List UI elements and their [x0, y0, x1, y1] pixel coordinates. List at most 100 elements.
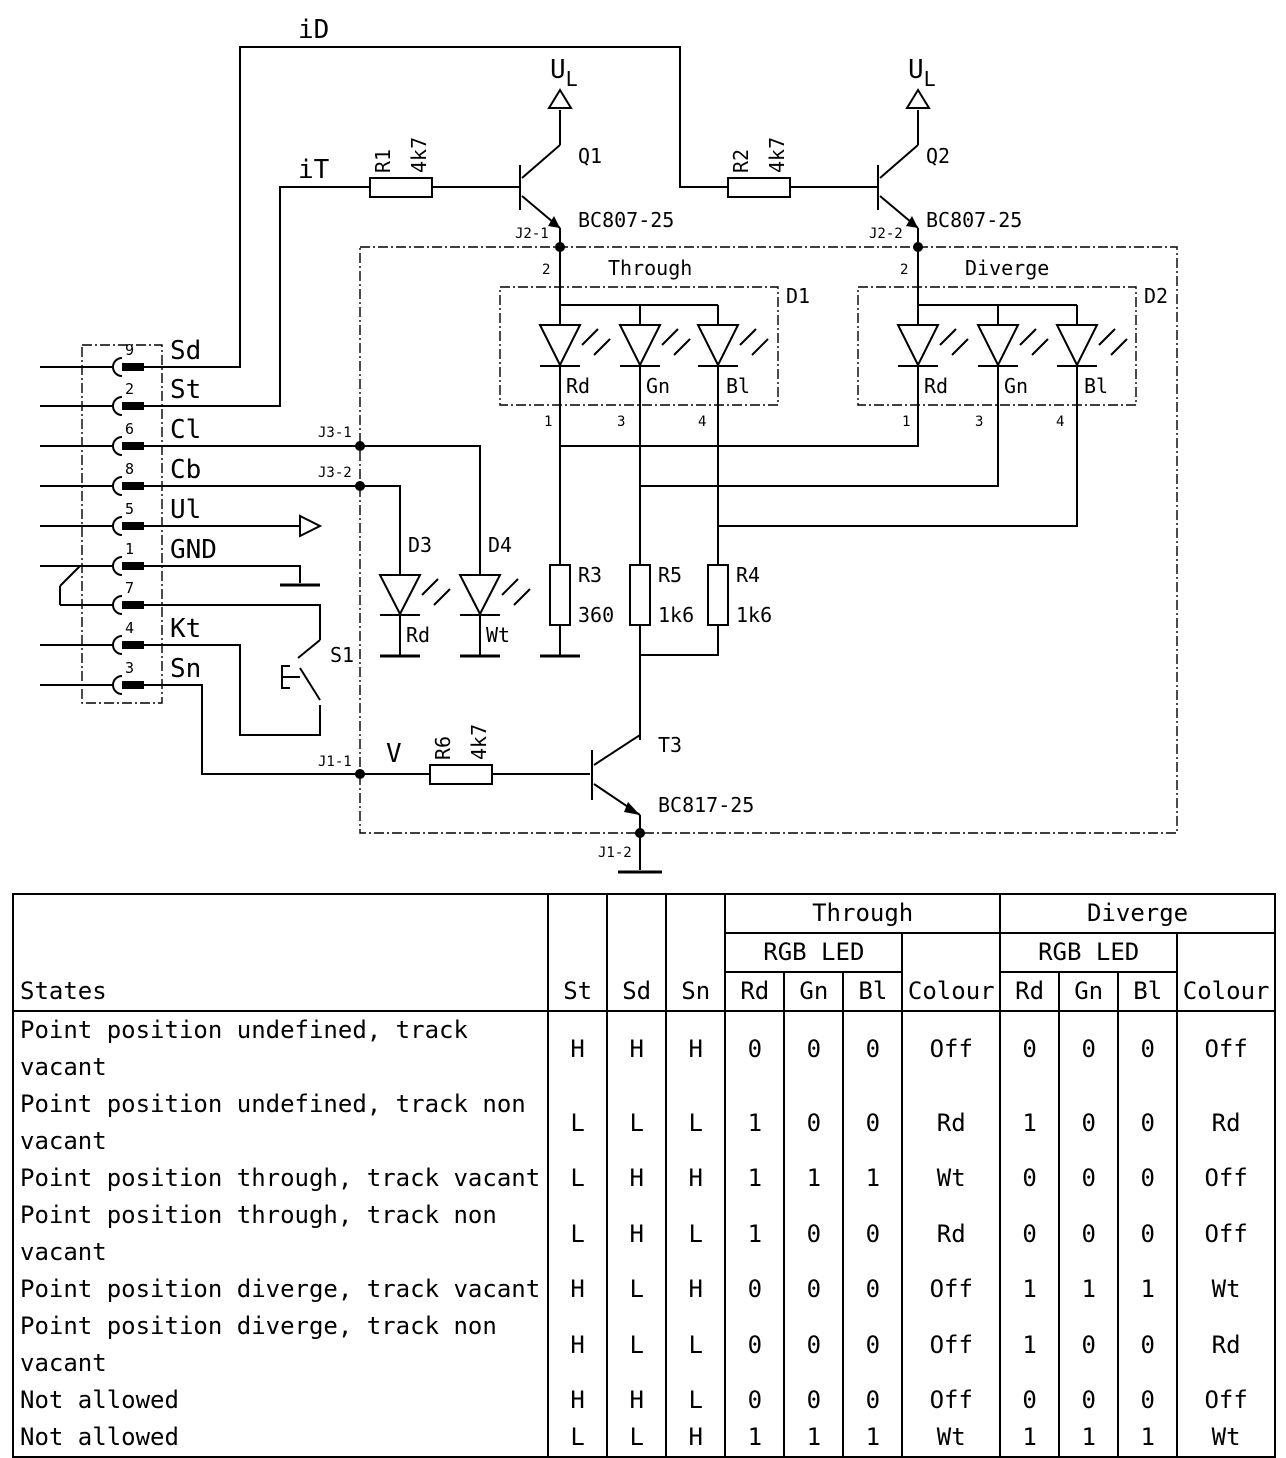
value-cell: H [665, 1419, 727, 1458]
value-cell: Rd [1176, 1308, 1276, 1382]
value-cell: 0 [1117, 1086, 1179, 1160]
value-cell: 0 [842, 1086, 904, 1160]
r2-value: 4k7 [765, 137, 789, 173]
value-cell: 1 [999, 1419, 1061, 1458]
value-cell: Off [901, 1010, 1002, 1086]
column-header-states: States [11, 893, 550, 1012]
value-cell: 0 [724, 1308, 786, 1382]
value-cell: H [606, 1160, 668, 1197]
value-cell: 0 [1117, 1010, 1179, 1086]
led-pin-label: 2 [900, 262, 908, 278]
junction-dots [355, 242, 923, 838]
table-row: Point position through, track non vacant… [11, 1197, 1276, 1271]
value-cell: 0 [1058, 1086, 1120, 1160]
value-cell: 0 [783, 1271, 845, 1308]
value-cell: 0 [999, 1160, 1061, 1197]
d2-group-label: Diverge [965, 256, 1049, 280]
t3-emitter-arrow [624, 802, 640, 815]
column-header-colour: Colour [1176, 972, 1276, 1012]
led-pin-label: 1 [544, 414, 552, 430]
value-cell: 0 [1058, 1382, 1120, 1419]
state-cell: Point position through, track non vacant [11, 1197, 550, 1271]
value-cell: 0 [842, 1197, 904, 1271]
value-cell: L [665, 1308, 727, 1382]
value-cell: L [606, 1086, 668, 1160]
wires [144, 46, 1078, 870]
r3-value: 360 [578, 603, 614, 627]
value-cell: 1 [783, 1160, 845, 1197]
value-cell: 1 [1058, 1271, 1120, 1308]
value-cell: Rd [901, 1197, 1002, 1271]
state-cell: Not allowed [11, 1419, 550, 1458]
value-cell: L [665, 1382, 727, 1419]
supply-label-ul: UL [908, 55, 936, 91]
led-pin-label: 3 [617, 414, 625, 430]
led-color-label: Gn [1004, 374, 1028, 398]
value-cell: L [547, 1197, 609, 1271]
connector-pins: 9 2 6 8 5 1 7 4 3 Sd St Cl Cb Ul GND Kt … [40, 336, 217, 695]
d3-color: Rd [406, 623, 430, 647]
led-pin-label: 1 [902, 414, 910, 430]
ground-symbols [280, 583, 662, 874]
value-cell: 0 [783, 1308, 845, 1382]
net-label-v: V [386, 739, 402, 769]
value-cell: L [547, 1086, 609, 1160]
resistor-r5 [629, 564, 651, 626]
value-cell: 0 [724, 1382, 786, 1419]
value-cell: H [665, 1160, 727, 1197]
column-header-gn: Gn [783, 971, 845, 1012]
r3-ref: R3 [578, 563, 602, 587]
pin-number: 1 [125, 540, 134, 558]
value-cell: 0 [783, 1010, 845, 1086]
ul-supply-arrow [547, 88, 573, 109]
value-cell: 1 [842, 1160, 904, 1197]
jumper-label: J3-1 [318, 425, 352, 441]
pin-number: 6 [125, 420, 134, 438]
state-cell: Not allowed [11, 1382, 550, 1419]
q2-type: BC807-25 [926, 208, 1022, 232]
state-cell: Point position diverge, track non vacant [11, 1308, 550, 1382]
value-cell: 0 [724, 1271, 786, 1308]
d2-ref: D2 [1144, 284, 1168, 308]
ul-output-arrow [299, 514, 323, 538]
value-cell: H [547, 1308, 609, 1382]
value-cell: Wt [1176, 1271, 1276, 1308]
value-cell: 0 [1117, 1382, 1179, 1419]
connector-outline [81, 344, 163, 704]
value-cell: 1 [724, 1419, 786, 1458]
value-cell: Wt [1176, 1419, 1276, 1458]
column-header-st: St [547, 893, 609, 1012]
value-cell: Off [1176, 1010, 1276, 1086]
value-cell: 0 [1117, 1308, 1179, 1382]
value-cell: 0 [783, 1382, 845, 1419]
column-header-colour: Colour [901, 972, 1002, 1012]
value-cell: Off [901, 1382, 1002, 1419]
value-cell: H [547, 1271, 609, 1308]
value-cell: Wt [901, 1419, 1002, 1458]
value-cell: Off [901, 1271, 1002, 1308]
column-header-gn: Gn [1058, 971, 1120, 1012]
pin-number: 9 [125, 341, 134, 359]
pin-number: 3 [125, 659, 134, 677]
states-table: States St Sd Sn Through Diverge RGB LED … [11, 893, 1276, 1458]
signal-label: Sd [170, 336, 201, 366]
value-cell: 0 [783, 1086, 845, 1160]
signal-label: Kt [170, 614, 201, 644]
jumper-label: J2-2 [869, 226, 903, 242]
jumper-label: J3-2 [318, 465, 352, 481]
q2-ref: Q2 [926, 144, 950, 168]
q1-emitter-arrow [548, 216, 560, 228]
value-cell: 1 [999, 1271, 1061, 1308]
t3-ref: T3 [658, 733, 682, 757]
signal-label: St [170, 375, 201, 405]
value-cell: 1 [842, 1419, 904, 1458]
value-cell: L [547, 1419, 609, 1458]
resistor-r2 [727, 177, 791, 198]
signal-label: Cl [170, 415, 201, 445]
signal-label: GND [170, 535, 217, 565]
group-header-through: Through [724, 893, 1002, 934]
circuit-schematic: 9 2 6 8 5 1 7 4 3 Sd St Cl Cb Ul GND Kt … [40, 15, 1178, 874]
jumper-label: J1-1 [318, 754, 352, 770]
led-color-label: Rd [566, 374, 590, 398]
value-cell: L [606, 1271, 668, 1308]
